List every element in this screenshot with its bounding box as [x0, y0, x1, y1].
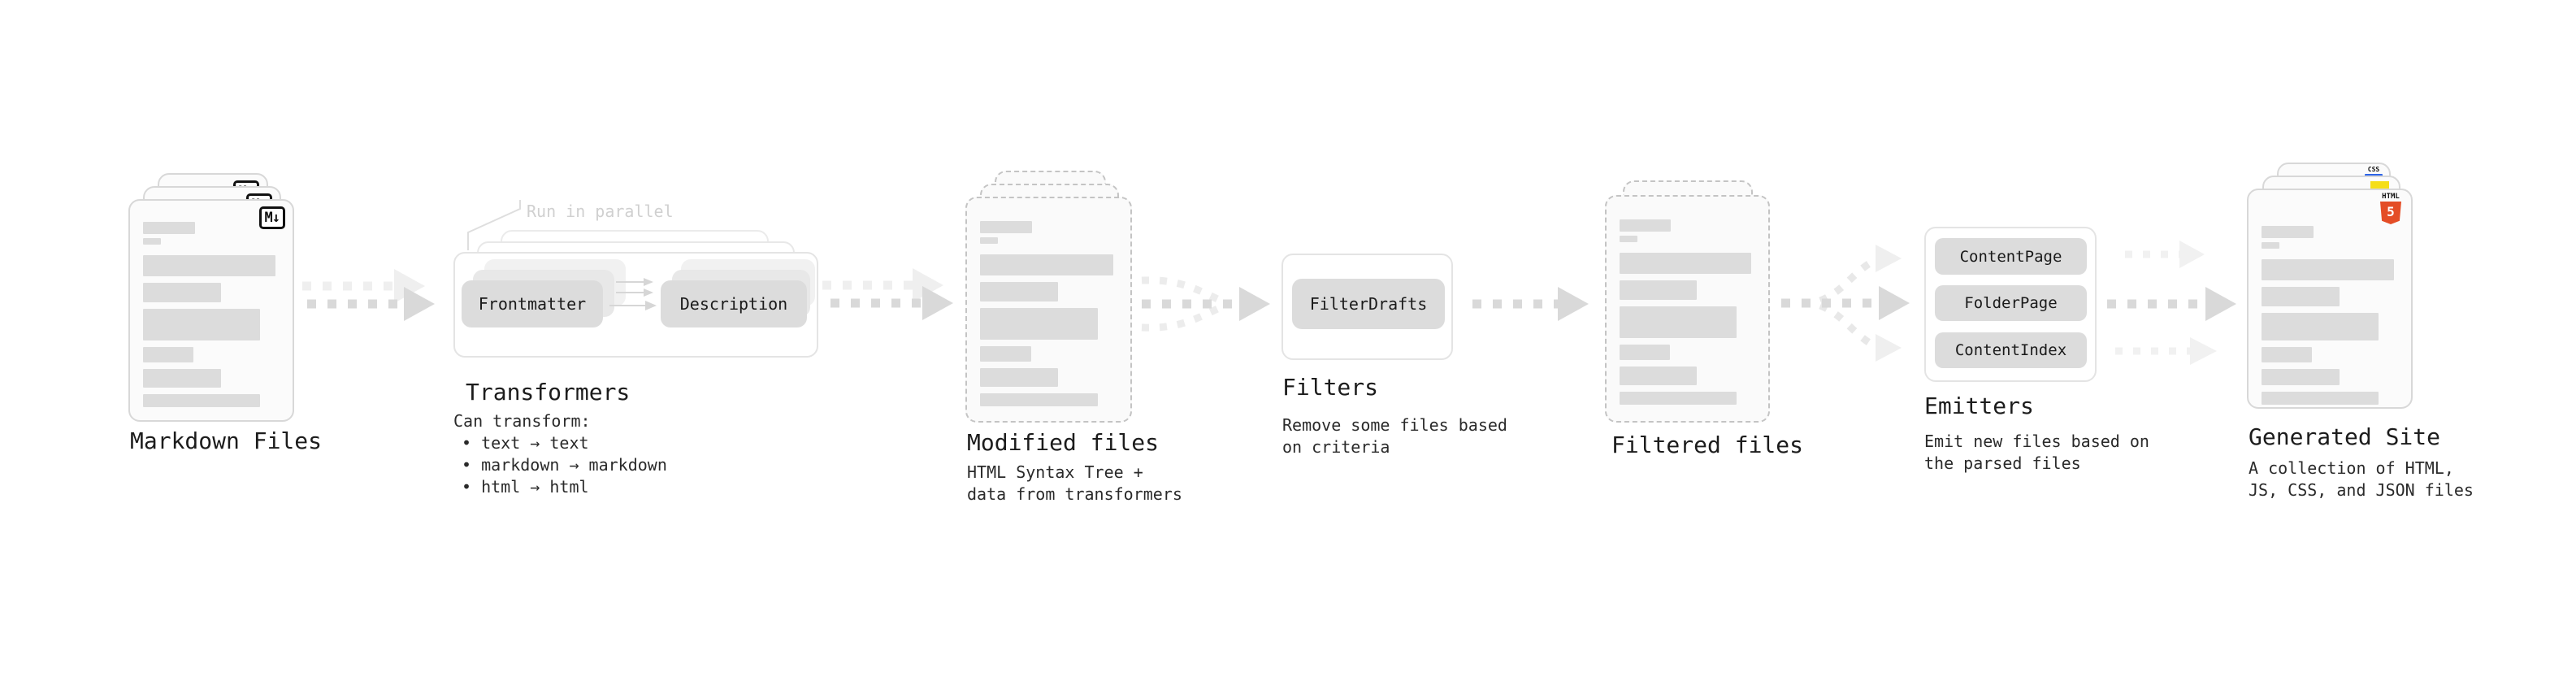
text-placeholder-bar: [143, 369, 221, 388]
text-placeholder-bar: [1620, 367, 1698, 385]
filters-body-line: on criteria: [1282, 437, 1390, 457]
css-icon-underline: [2365, 174, 2383, 176]
generated-site-body-line: JS, CSS, and JSON files: [2249, 480, 2474, 500]
description-node: Description: [661, 280, 807, 327]
emitters-description: Emit new files based on the parsed files: [1924, 431, 2149, 475]
doc-content-placeholder: [980, 221, 1117, 406]
text-placeholder-bar: [2262, 287, 2340, 306]
text-placeholder-bar: [1620, 392, 1737, 405]
arrow-modified-to-filters: [1141, 276, 1270, 332]
arrow-filtered-to-emitters: [1781, 245, 1910, 362]
contentpage-node: ContentPage: [1935, 238, 2087, 275]
generated-site-body-line: A collection of HTML,: [2249, 458, 2454, 478]
text-placeholder-bar: [1620, 236, 1637, 242]
generated-site-description: A collection of HTML, JS, CSS, and JSON …: [2249, 458, 2474, 501]
arrow-markdown-to-transformers: [302, 269, 435, 321]
html5-icon-shield: 5: [2380, 202, 2401, 224]
text-placeholder-bar: [1620, 219, 1672, 232]
arrow-transformers-to-modified: [822, 268, 953, 320]
text-placeholder-bar: [143, 238, 161, 245]
text-placeholder-bar: [1620, 253, 1751, 274]
doc-content-placeholder: [1620, 219, 1755, 405]
markdown-files-label: Markdown Files: [130, 427, 323, 454]
text-placeholder-bar: [980, 282, 1059, 301]
html5-icon-word: HTML: [2382, 193, 2400, 201]
transformers-body-line: • markdown → markdown: [462, 455, 667, 475]
text-placeholder-bar: [980, 308, 1099, 340]
arrow-emitters-to-generated: [2107, 241, 2236, 365]
text-placeholder-bar: [2262, 242, 2279, 249]
html5-icon: HTML 5: [2379, 193, 2402, 224]
folderpage-node: FolderPage: [1935, 285, 2087, 321]
text-placeholder-bar: [2262, 369, 2340, 385]
text-placeholder-bar: [1620, 280, 1698, 300]
filters-description: Remove some files based on criteria: [1282, 414, 1507, 458]
transformers-body-line: • text → text: [462, 433, 589, 453]
run-in-parallel-annotation: Run in parallel: [527, 202, 674, 221]
markdown-icon: M↓: [258, 206, 285, 229]
frontmatter-node: Frontmatter: [462, 280, 603, 327]
emitters-title: Emitters: [1924, 393, 2034, 419]
transformers-title: Transformers: [466, 379, 631, 406]
filtered-file-doc-front: [1605, 195, 1770, 423]
text-placeholder-bar: [2262, 313, 2379, 340]
filters-title: Filters: [1282, 374, 1379, 401]
text-placeholder-bar: [143, 309, 261, 340]
transformers-description: Can transform: • text → text • markdown …: [453, 410, 667, 498]
text-placeholder-bar: [143, 283, 221, 302]
text-placeholder-bar: [980, 254, 1113, 275]
filterdrafts-node: FilterDrafts: [1292, 279, 1445, 329]
text-placeholder-bar: [1620, 306, 1737, 338]
text-placeholder-bar: [143, 347, 194, 362]
modified-files-body-line: HTML Syntax Tree +: [967, 462, 1143, 482]
generated-html-doc: HTML 5: [2247, 189, 2413, 409]
text-placeholder-bar: [980, 237, 998, 244]
markdown-file-doc-front: M↓: [128, 199, 294, 422]
filters-body-line: Remove some files based: [1282, 415, 1507, 435]
arrow-filters-to-filtered: [1472, 287, 1589, 321]
doc-content-placeholder: [143, 222, 280, 407]
css-icon: CSS: [2365, 167, 2383, 176]
generated-site-title: Generated Site: [2249, 423, 2441, 450]
modified-files-title: Modified files: [967, 429, 1160, 456]
text-placeholder-bar: [980, 221, 1033, 233]
doc-content-placeholder: [2262, 226, 2398, 405]
text-placeholder-bar: [980, 368, 1059, 387]
modified-files-body-line: data from transformers: [967, 484, 1182, 504]
text-placeholder-bar: [143, 394, 261, 407]
text-placeholder-bar: [980, 346, 1031, 362]
text-placeholder-bar: [143, 255, 275, 276]
text-placeholder-bar: [2262, 392, 2379, 405]
text-placeholder-bar: [980, 393, 1099, 406]
emitters-body-line: the parsed files: [1924, 453, 2081, 473]
css-icon-word: CSS: [2367, 166, 2380, 173]
contentindex-node: ContentIndex: [1935, 332, 2087, 368]
text-placeholder-bar: [2262, 259, 2394, 280]
filtered-files-title: Filtered files: [1611, 432, 1804, 458]
transformers-body-line: Can transform:: [453, 411, 591, 431]
text-placeholder-bar: [2262, 347, 2313, 362]
transformers-body-line: • html → html: [462, 477, 589, 497]
text-placeholder-bar: [2262, 226, 2314, 238]
text-placeholder-bar: [1620, 345, 1670, 360]
text-placeholder-bar: [143, 222, 195, 234]
emitters-body-line: Emit new files based on: [1924, 432, 2149, 451]
modified-file-doc-front: [965, 197, 1132, 423]
modified-files-description: HTML Syntax Tree + data from transformer…: [967, 462, 1182, 505]
